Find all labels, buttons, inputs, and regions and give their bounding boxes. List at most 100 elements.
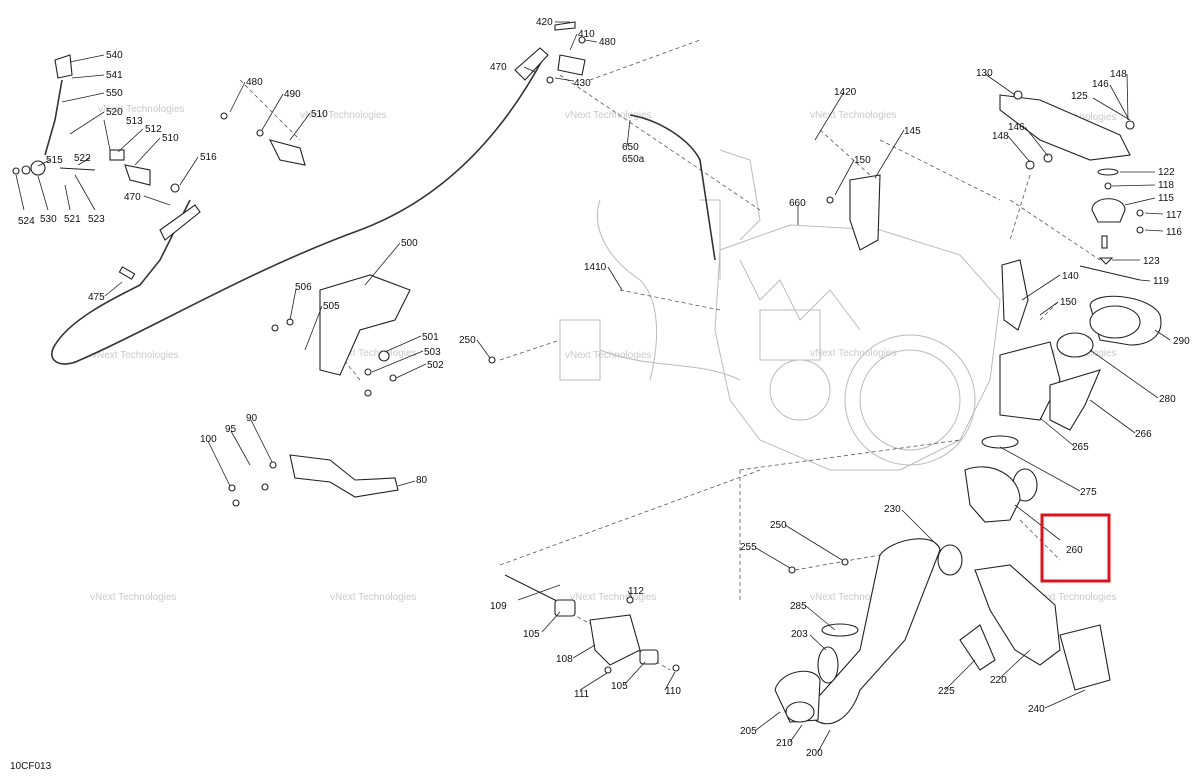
callout-label: 150 <box>854 155 871 166</box>
callout-label: 105 <box>611 681 628 692</box>
watermark-text: vNext Technologies <box>92 350 179 361</box>
callout-label: 523 <box>88 214 105 225</box>
callout-label: 80 <box>416 475 428 486</box>
engine-assembly <box>559 149 1001 471</box>
watermark-text: vNext Technologies <box>810 110 897 121</box>
callout-label: 203 <box>791 629 808 640</box>
callout-label: 220 <box>990 675 1007 686</box>
engine-bracket-145 <box>826 174 881 251</box>
callout-label: 230 <box>884 504 901 515</box>
diagram-code: 10CF013 <box>10 761 52 772</box>
clip <box>118 266 136 280</box>
callout-label: 506 <box>295 282 312 293</box>
boot-260 <box>964 466 1021 523</box>
callout-label: 117 <box>1166 210 1182 221</box>
highlight-box[interactable] <box>1040 513 1111 583</box>
watermark-text: vNext Technologies <box>98 104 185 115</box>
callout-label: 540 <box>106 50 123 61</box>
callout-label: 119 <box>1153 276 1169 287</box>
callout-label: 502 <box>427 360 444 371</box>
callout-label: 510 <box>162 133 179 144</box>
bracket-225 <box>959 624 996 671</box>
callout-label: 110 <box>665 686 681 697</box>
watermark-text: vNext Technologies <box>570 592 657 603</box>
callout-label: 512 <box>145 124 162 135</box>
callout-label: 265 <box>1072 442 1089 453</box>
bolt-250 <box>488 356 496 364</box>
callout-label: 285 <box>790 601 807 612</box>
callout-label: 95 <box>225 424 237 435</box>
callout-label: 550 <box>106 88 123 99</box>
callout-label: 510 <box>311 109 328 120</box>
callout-label: 280 <box>1159 394 1176 405</box>
shift-lever-pivot <box>30 160 46 176</box>
cable-boot <box>159 204 201 241</box>
callout-label: 140 <box>1062 271 1079 282</box>
callout-label: 125 <box>1071 91 1088 102</box>
callout-label: 100 <box>200 434 217 445</box>
bushing <box>109 149 125 161</box>
callout-label: 430 <box>574 78 591 89</box>
cable-bracket-510 <box>220 112 306 166</box>
bracket-140 <box>1001 259 1029 331</box>
callout-label: 255 <box>740 542 757 553</box>
shifter-cable-group <box>12 47 549 365</box>
callout-label: 123 <box>1143 256 1160 267</box>
highlight-label: 260 <box>1066 545 1083 556</box>
callouts: 540 541 550 520 513 512 510 515 522 524 … <box>18 17 1190 759</box>
callout-label: 541 <box>106 70 123 81</box>
callout-label: 200 <box>806 748 823 759</box>
callout-label: 520 <box>106 107 123 118</box>
watermark-text: vNext Technologies <box>330 348 417 359</box>
callout-label: 210 <box>776 738 793 749</box>
callout-label: 650a <box>622 154 645 165</box>
callout-label: 225 <box>938 686 955 697</box>
cable-boot <box>514 47 549 81</box>
throttle-pedal <box>228 454 399 507</box>
watermark-text: vNext Technologies <box>1030 592 1117 603</box>
callout-label: 275 <box>1080 487 1097 498</box>
callout-label: 116 <box>1166 227 1182 238</box>
callout-label: 513 <box>126 116 143 127</box>
watermarks: vNext Technologies vNext Technologies vN… <box>90 104 1117 603</box>
watermark-text: vNext Technologies <box>90 592 177 603</box>
callout-label: 521 <box>64 214 81 225</box>
bolt-255 <box>788 558 849 574</box>
callout-label: 250 <box>770 520 787 531</box>
watermark-text: vNext Technologies <box>300 110 387 121</box>
callout-label: 122 <box>1158 167 1175 178</box>
callout-label: 108 <box>556 654 573 665</box>
callout-label: 90 <box>246 413 258 424</box>
callout-label: 130 <box>976 68 993 79</box>
callout-label: 410 <box>578 29 595 40</box>
watermark-text: vNext Technologies <box>565 350 652 361</box>
callout-label: 105 <box>523 629 540 640</box>
watermark-text: vNext Technologies <box>330 592 417 603</box>
shield-266 <box>1049 369 1101 431</box>
pedal-bracket <box>271 274 411 397</box>
callout-label: 111 <box>574 689 590 700</box>
callout-label: 522 <box>74 153 91 164</box>
callout-label: 1420 <box>834 87 857 98</box>
callout-label: 148 <box>1110 69 1127 80</box>
leader-lines <box>15 21 1171 753</box>
cable-end-bracket <box>546 21 586 84</box>
highlight-callout-260[interactable]: 260 <box>1040 513 1111 583</box>
watermark-text: vNext Technologies <box>810 592 897 603</box>
clamp-203 <box>817 646 839 684</box>
airbox-220 <box>974 564 1061 666</box>
callout-label: 500 <box>401 238 418 249</box>
callout-label: 146 <box>1008 122 1025 133</box>
callout-label: 115 <box>1158 193 1174 204</box>
callout-label: 109 <box>490 601 507 612</box>
filter-240 <box>1059 624 1111 691</box>
callout-label: 205 <box>740 726 757 737</box>
callout-label: 1410 <box>584 262 607 273</box>
bracket <box>124 164 151 186</box>
callout-label: 524 <box>18 216 35 227</box>
callout-label: 145 <box>904 126 921 137</box>
callout-label: 515 <box>46 155 63 166</box>
callout-label: 112 <box>628 586 644 597</box>
mount-stack <box>1079 168 1144 281</box>
